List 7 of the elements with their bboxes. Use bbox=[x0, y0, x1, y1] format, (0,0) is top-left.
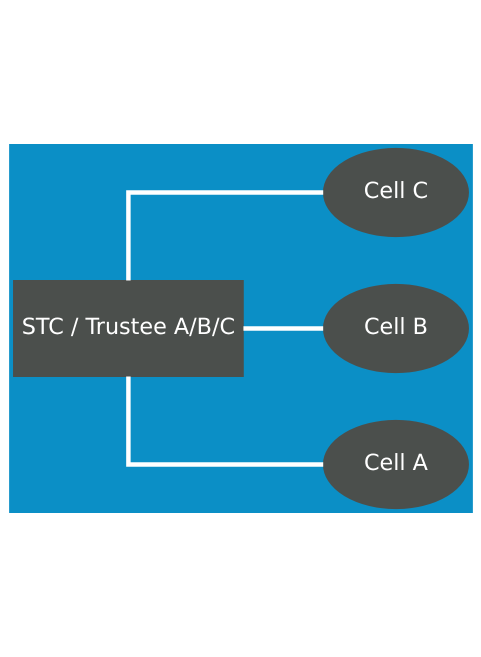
connector bbox=[126, 190, 323, 281]
node-ellipse: Cell C bbox=[322, 148, 468, 238]
connector bbox=[242, 326, 323, 331]
node-box: STC / Trustee A/B/C bbox=[12, 280, 244, 377]
node-ellipse: Cell B bbox=[322, 284, 468, 374]
node-ellipse: Cell A bbox=[322, 420, 468, 510]
connector bbox=[126, 376, 323, 467]
